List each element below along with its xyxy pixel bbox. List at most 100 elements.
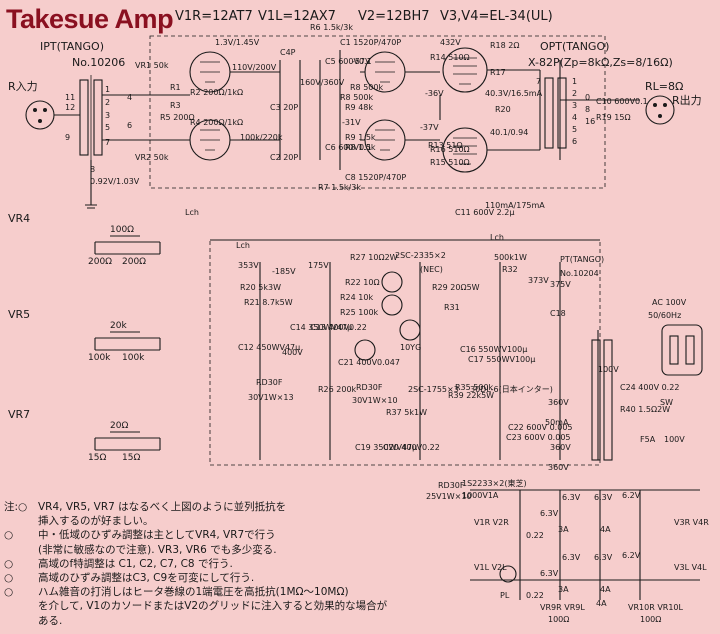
ipt-tap-7: 7	[105, 138, 110, 147]
note-text: (非常に敏感なので注意). VR3, VR6 でも多少変る.	[38, 543, 277, 556]
heater-v63c: 6.3V	[562, 553, 581, 562]
ps-rd30f-2-note: 30V1W×10	[352, 396, 398, 405]
note-row: ○ ハム雑音の打消しはヒータ巻線の1端電圧を高抵抗(1MΩ〜10MΩ)	[4, 585, 474, 599]
note-mark	[4, 543, 38, 557]
note-mark: ○	[4, 529, 14, 542]
note-row: ○高域のf特調整は C1, C2, C7, C8 で行う.	[4, 557, 474, 571]
ps-c19: C19 350WV47μ	[355, 443, 417, 452]
component-label: Lch	[236, 241, 250, 250]
ipt-tap-3: 3	[105, 111, 110, 120]
diagram-title: Takesue Amp	[6, 4, 174, 34]
note-row: 挿入するのが好ましい。	[4, 514, 474, 528]
ps-c21: C21 400V0.047	[338, 358, 400, 367]
opt-tap-0: 0	[585, 93, 590, 102]
component-label: C3 20P	[270, 103, 298, 112]
heater-vr10-val: 100Ω	[640, 615, 661, 624]
output-connector	[645, 95, 675, 125]
component-label: C6 600V0.1	[325, 143, 372, 152]
note-mark: ○	[4, 572, 14, 585]
r-input-label: R入力	[8, 80, 38, 93]
component-label: R1	[170, 83, 181, 92]
heater-v63f: 6.3V	[594, 553, 613, 562]
ps-r39: R39 22k5W	[448, 391, 494, 400]
opt-label: OPT(TANGO)	[540, 40, 609, 53]
input-transformer	[54, 75, 150, 160]
pilot-lamp	[499, 565, 517, 583]
ps-rail-185: -185V	[272, 267, 296, 276]
ps-fuse: F5A	[640, 435, 656, 444]
ps-rd30f-3: RD30F	[438, 481, 465, 490]
component-label: R17	[490, 68, 506, 77]
ps-r40: R40 1.5Ω2W	[620, 405, 670, 414]
heater-vr10: VR10R VR10L	[628, 603, 684, 612]
ps-r22: R22 10Ω	[345, 278, 380, 287]
component-label: R18 2Ω	[490, 41, 519, 50]
heater-v63b: 6.3V	[540, 509, 559, 518]
vr-label: VR4	[8, 212, 30, 225]
ps-c12: C12 450WV47μ	[238, 343, 300, 352]
note-mark: ○	[4, 586, 14, 599]
ps-r31: R31	[444, 303, 460, 312]
ps-r25: R25 100k	[340, 308, 379, 317]
heater-v1r-v2r: V1R V2R	[474, 518, 509, 527]
component-label: R13 51Ω	[428, 141, 463, 150]
transistor-q3	[399, 319, 421, 341]
ps-rd30f-1-note: 30V1W×13	[248, 393, 294, 402]
component-label: R15 510Ω	[430, 158, 470, 167]
ps-v360-3: 360V	[548, 463, 569, 472]
ps-v360-2: 360V	[550, 443, 571, 452]
ps-r37: R37 5k1W	[386, 408, 427, 417]
c10-label: C10 600V0.1	[596, 97, 648, 106]
ps-rd30f-1: RD30F	[256, 378, 283, 387]
vr-left-value: 100k	[88, 353, 111, 363]
ps-v100-1: 100V	[598, 365, 619, 374]
ps-q-main-maker: (NEC)	[420, 265, 443, 274]
heater-a4a: 4A	[600, 525, 611, 534]
power-supply-wiring	[210, 239, 600, 460]
opt-model: X-82P(Zp=8kΩ,Zs=8/16Ω)	[528, 56, 673, 69]
note-mark: ○	[4, 557, 14, 570]
ps-v100-2: 100V	[664, 435, 685, 444]
vr-top-value: 100Ω	[110, 225, 134, 235]
vr-right-value: 200Ω	[122, 257, 146, 267]
ps-ac-freq: 50/60Hz	[648, 311, 681, 320]
note-text: ハム雑音の打消しはヒータ巻線の1端電圧を高抵抗(1MΩ〜10MΩ)	[38, 586, 349, 599]
tube-label-v3v4: V3,V4=EL-34(UL)	[440, 9, 553, 24]
vr-network-lines	[94, 235, 161, 255]
tube-label-v1l: V1L=12AX7	[258, 9, 336, 24]
vr-top-value: 20Ω	[110, 421, 128, 431]
ps-r35: R35 500k	[455, 383, 494, 392]
ipt-tap-9: 9	[65, 133, 70, 142]
power-transformer	[591, 339, 613, 461]
component-label: 100k/220k	[240, 133, 283, 142]
ps-r32: R32	[502, 265, 518, 274]
component-label: C2 20P	[270, 153, 298, 162]
note-row: 注:○VR4, VR5, VR7 はなるべく上図のように並列抵抗を	[4, 500, 474, 514]
opt-tap-2: 2	[572, 89, 577, 98]
ps-r29-r30: R29 20Ω5W	[432, 283, 480, 292]
ps-c16: C16 550WV100μ	[460, 345, 527, 354]
opt-tap-4: 4	[572, 113, 577, 122]
opt-tap-16: 16	[585, 117, 595, 126]
ps-diode-bridge: 30DL-6(日本インター)	[470, 384, 553, 394]
ps-pt500k: 500k1W	[494, 253, 527, 262]
vr-top-value: 20k	[110, 321, 127, 331]
ps-sw: SW	[660, 398, 673, 407]
note-text: 中・低域のひずみ調整は主としてVR4, VR7で行う	[38, 529, 276, 542]
component-label: 110V/200V	[232, 63, 277, 72]
heater-v022b: 0.22	[526, 591, 544, 600]
ps-c13: C13 400V0.22	[310, 323, 367, 332]
input-connector	[25, 100, 55, 130]
component-label: R4 200Ω/1kΩ	[190, 118, 243, 127]
opt-tap-6: 6	[572, 137, 577, 146]
opt-tap-8: 8	[585, 105, 590, 114]
vr-label: VR5	[8, 308, 30, 321]
output-transformer	[544, 77, 567, 149]
ipt-tap-12: 12	[65, 103, 75, 112]
component-label: R2 200Ω/1kΩ	[190, 88, 243, 97]
ps-rail-175: 175V	[308, 261, 329, 270]
component-label: -37V	[420, 123, 439, 132]
ipt-number: No.10206	[72, 56, 125, 69]
